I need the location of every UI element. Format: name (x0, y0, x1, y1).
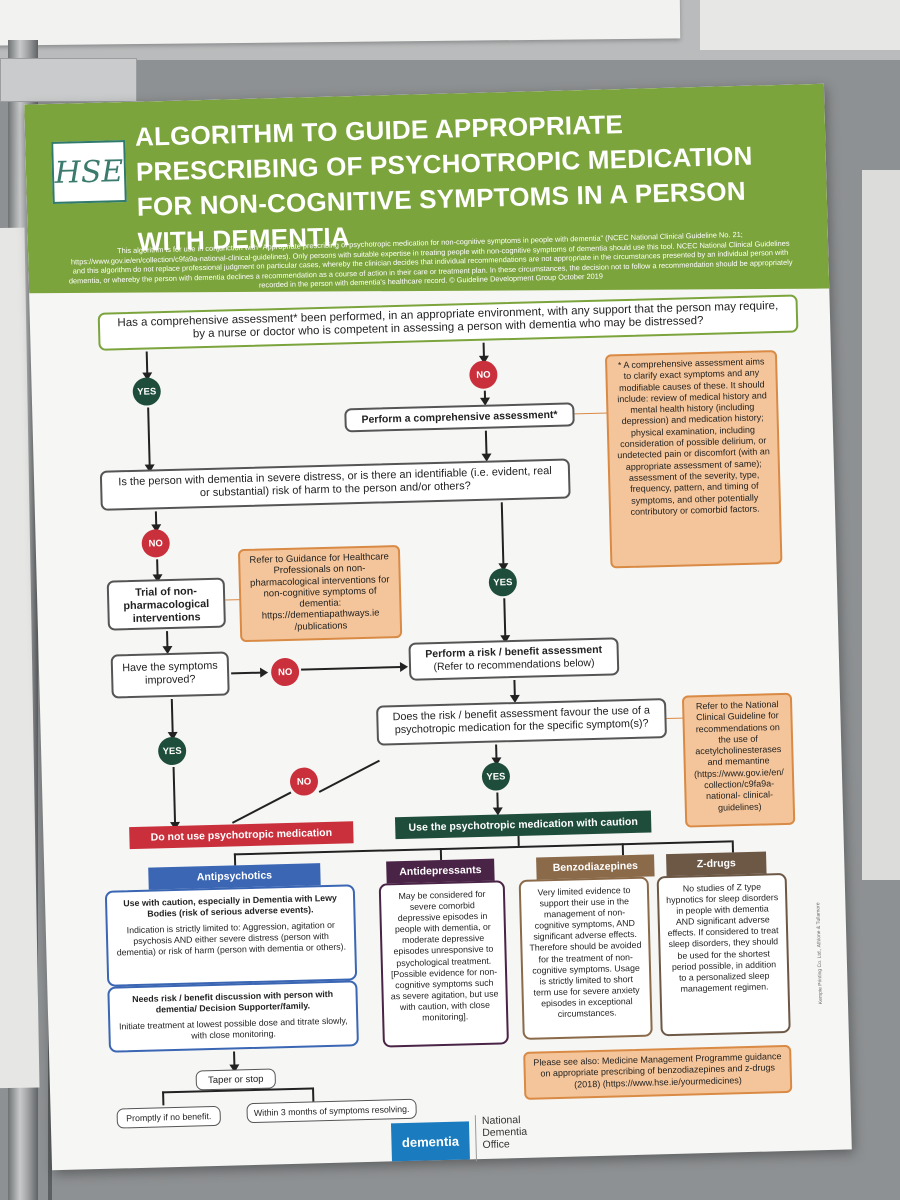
printer-credit: Kempie Printing Co. Ltd., Athlone & Tull… (815, 902, 825, 1005)
branch-stem (517, 835, 520, 846)
arrow-yes-to-risk (503, 598, 507, 637)
arrow-perform-to-q2 (484, 430, 488, 455)
arrow-no-to-trial (156, 559, 159, 576)
poster: HSE ALGORITHM TO GUIDE APPROPRIATE PRESC… (24, 83, 852, 1171)
antipsych-indication: Indication is strictly limited to: Aggre… (116, 919, 347, 958)
right-sheet (862, 170, 900, 880)
antipsych-discussion: Needs risk / benefit discussion with per… (132, 988, 334, 1015)
yes-badge-4: YES (481, 762, 511, 791)
use-with-caution-bar: Use the psychotropic medication with cau… (394, 810, 652, 840)
antipsychotics-panel-top: Use with caution, especially in Dementia… (104, 884, 358, 987)
do-not-use-bar: Do not use psychotropic medication (129, 821, 354, 850)
arrow-q2-yes (500, 502, 505, 565)
assessment-connector (574, 412, 609, 415)
arrow-yes-to-donotuse (172, 766, 177, 823)
arrow-q3-no-line (318, 759, 380, 793)
arrow-no-to-perform (483, 390, 487, 399)
branch-antidep (439, 847, 443, 861)
arrow-improved-no (231, 671, 262, 675)
ncg-note: Refer to the National Clinical Guideline… (681, 692, 796, 828)
trial-box: Trial of non-pharmacological interventio… (106, 577, 226, 631)
arrow-no-to-risk (301, 665, 402, 671)
branch-zdrug (731, 840, 734, 853)
taper-box: Taper or stop (195, 1068, 277, 1091)
yes-badge-1: YES (132, 377, 162, 406)
hse-logo: HSE (51, 140, 127, 204)
arrow-improved-yes (170, 698, 174, 734)
antidepressants-panel: May be considered for severe comorbid de… (378, 880, 509, 1048)
paper-top-right (700, 0, 900, 50)
risk-benefit-box: Perform a risk / benefit assessment (Ref… (408, 637, 620, 681)
guidance-note: Refer to Guidance for Healthcare Profess… (237, 544, 403, 643)
arrow-trial-to-improved (166, 631, 169, 648)
paper-top (0, 0, 681, 46)
no-badge-2: NO (141, 528, 171, 558)
arrow-no-to-donotuse (231, 791, 292, 824)
benzodiazepines-panel: Very limited evidence to support their u… (518, 876, 653, 1040)
branch-benzo (621, 843, 625, 856)
see-also-note: Please see also: Medicine Management Pro… (523, 1044, 793, 1100)
question-assessment: Has a comprehensive assessment* been per… (97, 294, 799, 351)
zdrugs-panel: No studies of Z type hypnotics for sleep… (656, 872, 791, 1037)
arrow-q3-yes (495, 744, 498, 759)
improved-box: Have the symptoms improved? (110, 651, 230, 699)
arrow-q1-no (482, 342, 485, 357)
arrow-q2-no (154, 511, 158, 526)
ncg-connector (666, 717, 683, 720)
antipsychotics-panel-bottom: Needs risk / benefit discussion with per… (107, 980, 359, 1053)
tab-antidepressants: Antidepressants (386, 858, 495, 884)
pole-bracket (0, 58, 137, 102)
dementia-logo: dementia (390, 1121, 470, 1162)
yes-badge-2: YES (488, 567, 518, 597)
branch-antipsych (233, 853, 237, 866)
taper-left-line (162, 1091, 165, 1106)
arrow-q1-yes (145, 351, 149, 374)
assessment-note: * A comprehensive assessment aims to cla… (604, 350, 783, 569)
tab-benzodiazepines: Benzodiazepines (536, 854, 655, 880)
ndo-logo: National Dementia Office (474, 1113, 556, 1162)
antipsych-initiate: Initiate treatment at lowest possible do… (118, 1015, 348, 1041)
promptly-box: Promptly if no benefit. (116, 1105, 221, 1129)
no-badge-3: NO (270, 657, 300, 687)
poster-header: HSE ALGORITHM TO GUIDE APPROPRIATE PRESC… (24, 84, 829, 310)
arrow-risk-to-q3 (513, 679, 516, 697)
tab-zdrugs: Z-drugs (666, 851, 767, 877)
no-badge-1: NO (469, 360, 498, 390)
arrow-to-taper (233, 1051, 236, 1066)
arrow-yes-to-q2 (147, 407, 151, 466)
no-badge-4: NO (289, 767, 319, 796)
perform-assessment-box: Perform a comprehensive assessment* (344, 402, 575, 433)
antipsych-caution: Use with caution, especially in Dementia… (123, 892, 337, 919)
taper-right-line (312, 1087, 315, 1102)
yes-badge-3: YES (157, 736, 187, 766)
arrow-yes-to-use (496, 792, 499, 809)
question-favour: Does the risk / benefit assessment favou… (376, 698, 667, 746)
within-box: Within 3 months of symptoms resolving. (246, 1098, 417, 1124)
